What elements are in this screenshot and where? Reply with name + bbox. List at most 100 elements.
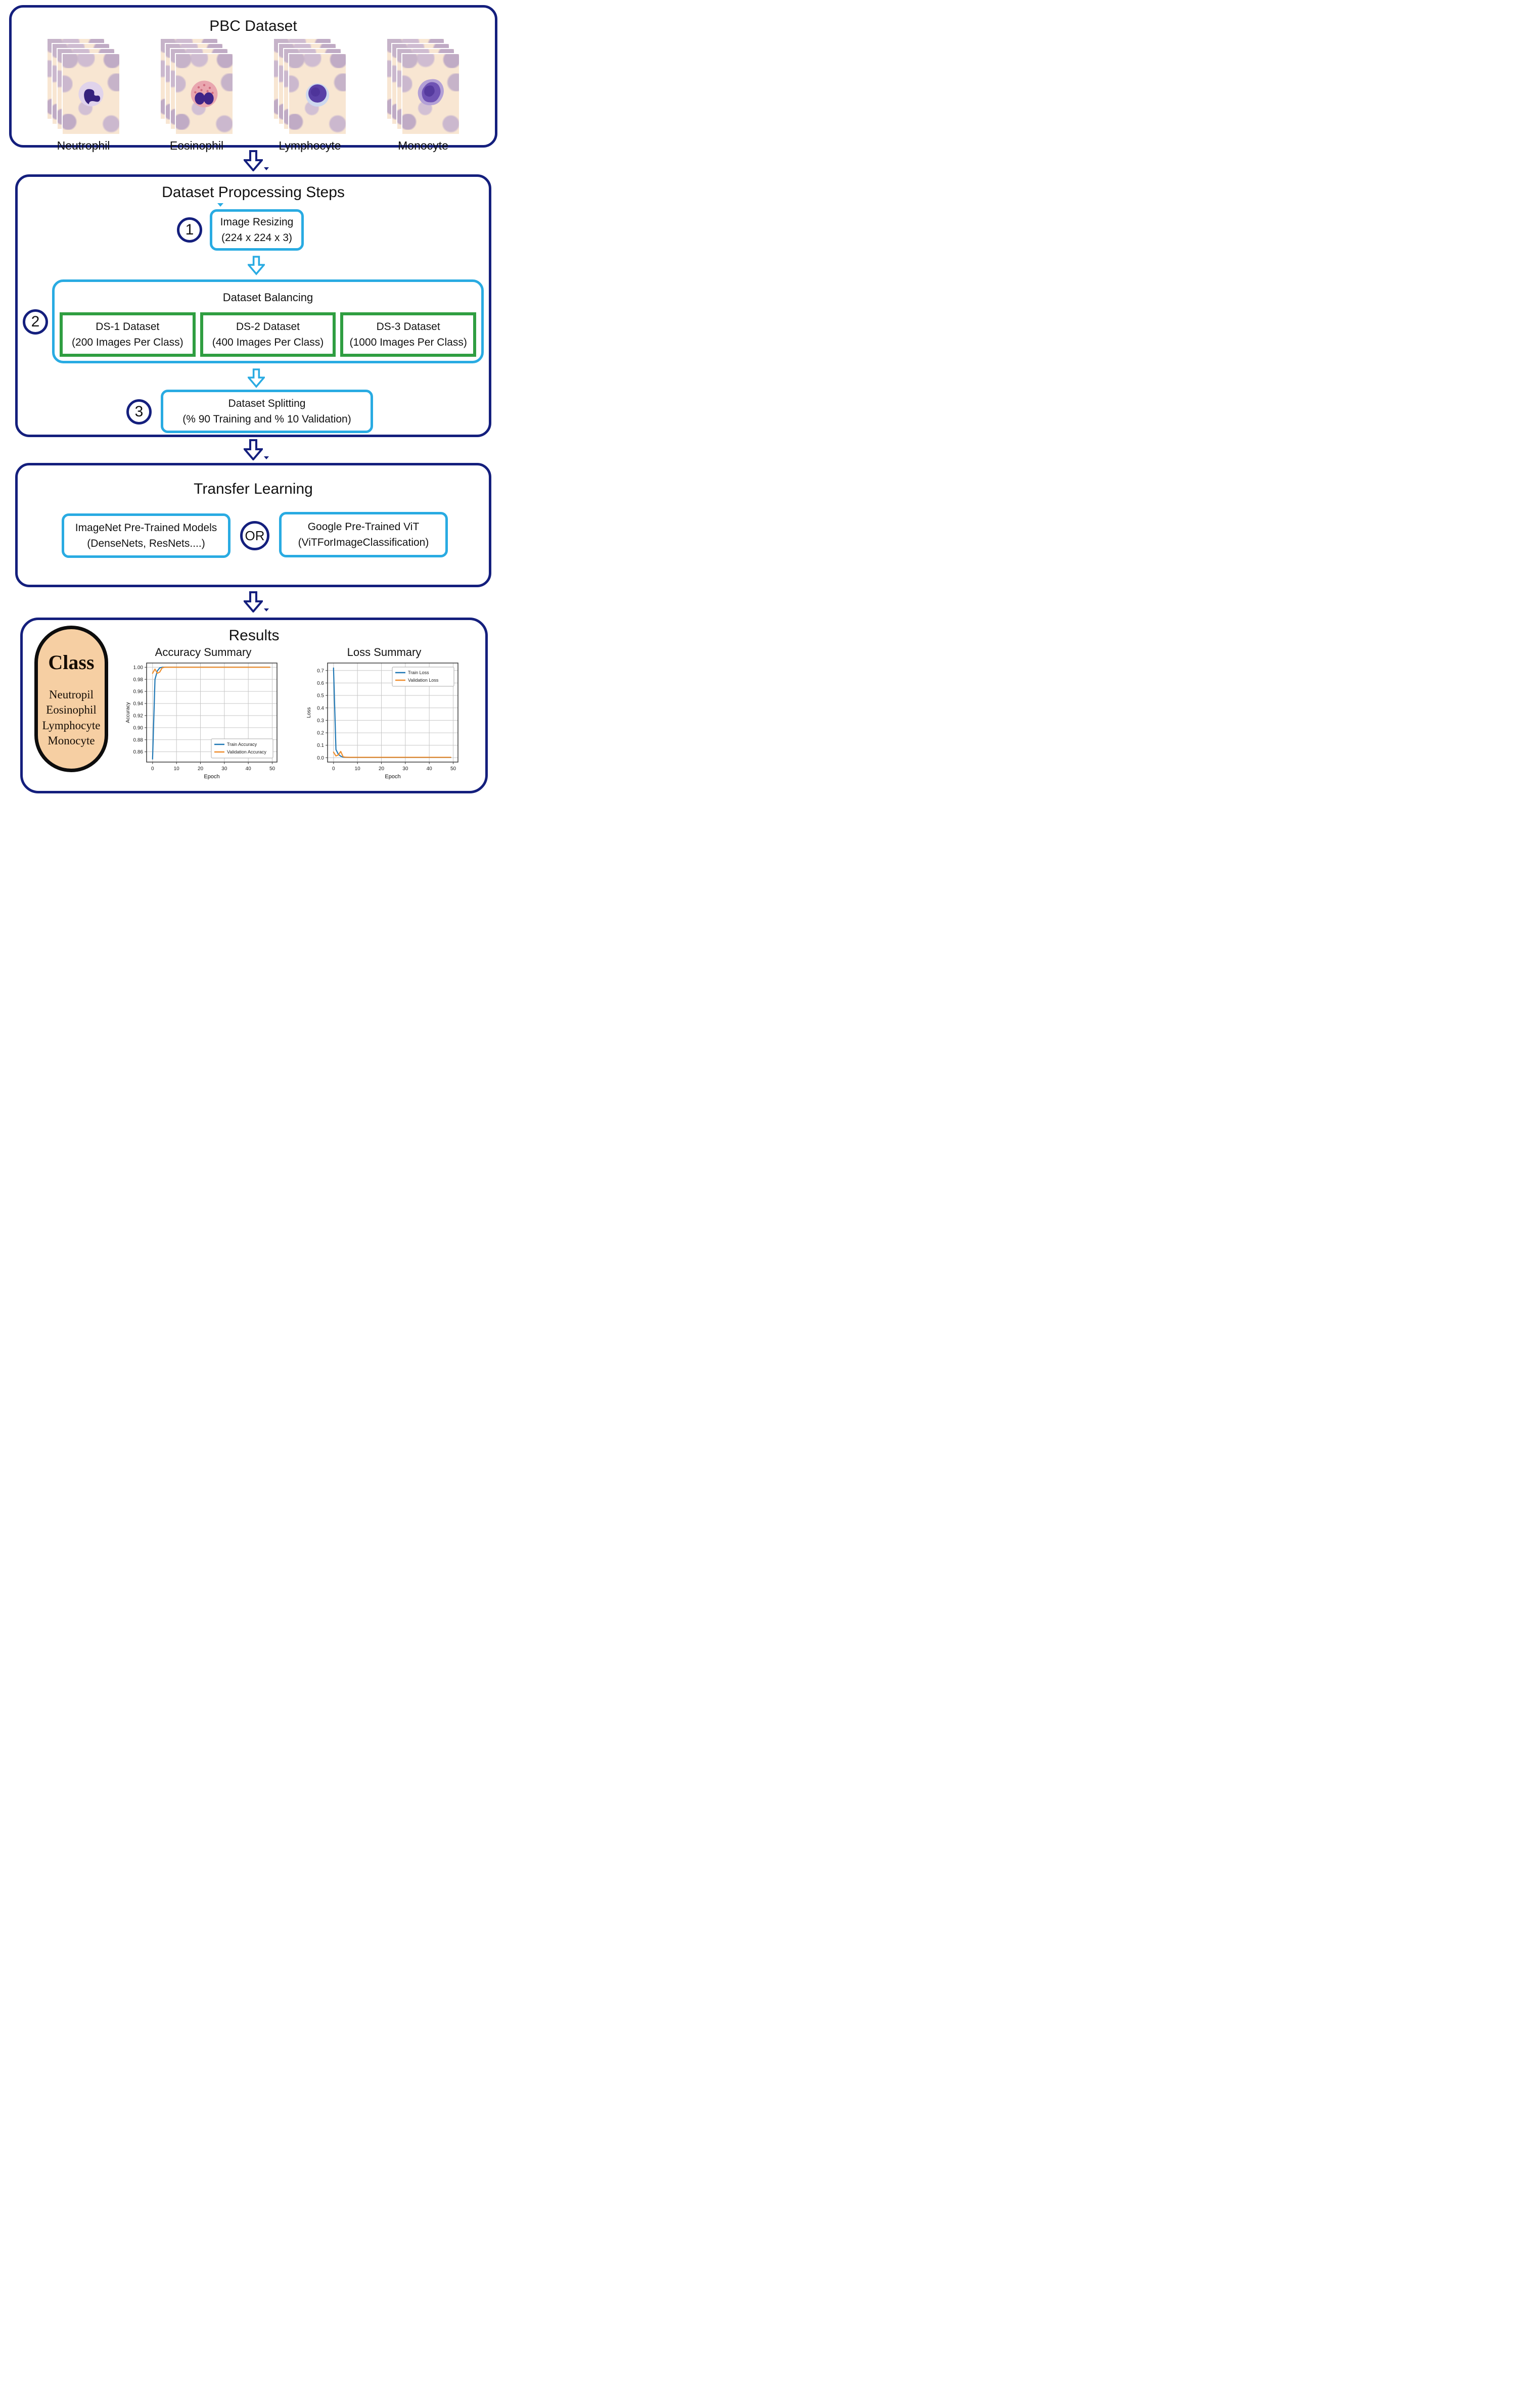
dataset-balancing-box: Dataset Balancing DS-1 Dataset (200 Imag… [52,279,484,363]
svg-text:40: 40 [246,766,252,772]
step-1-number: 1 [177,217,202,243]
svg-text:0.0: 0.0 [317,756,324,761]
transfer-title: Transfer Learning [194,481,313,497]
lymphocyte-image-stack [274,39,346,135]
svg-text:0.5: 0.5 [317,693,324,699]
svg-text:0.94: 0.94 [133,701,144,707]
svg-text:0.1: 0.1 [317,743,324,748]
google-vit-box: Google Pre-Trained ViT (ViTForImageClass… [279,512,448,557]
monocyte-cell-image [402,54,459,134]
image-resizing-box: Image Resizing (224 x 224 x 3) [210,209,304,251]
ds1-line1: DS-1 Dataset [96,320,160,333]
svg-text:40: 40 [427,766,433,772]
class-item: Neutropil [49,688,94,701]
svg-text:0.86: 0.86 [133,749,144,755]
svg-text:0: 0 [332,766,335,772]
step-2-number: 2 [23,309,48,335]
eosinophil-cell-image [176,54,233,134]
dataset-balancing-title: Dataset Balancing [222,291,313,304]
svg-text:Train Loss: Train Loss [408,670,429,675]
image-resizing-line1: Image Resizing [220,216,294,228]
or-circle: OR [240,521,269,550]
svg-text:Validation Loss: Validation Loss [408,678,439,683]
pbc-title: PBC Dataset [209,18,297,34]
down-arrow [242,591,269,613]
svg-text:0.4: 0.4 [317,705,324,711]
ds3-line2: (1000 Images Per Class) [349,337,467,348]
cell-stack-lymphocyte: Lymphocyte [259,39,360,153]
svg-text:10: 10 [355,766,361,772]
neutrophil-icon [78,81,104,107]
vit-line2: (ViTForImageClassification) [298,537,429,548]
lymphocyte-cell-image [289,54,346,134]
class-capsule: Class Neutropil Eosinophil Lymphocyte Mo… [34,626,108,772]
class-item: Monocyte [48,734,95,747]
svg-text:0.90: 0.90 [133,725,144,731]
ds2-line1: DS-2 Dataset [236,320,300,333]
dataset-splitting-line2: (% 90 Training and % 10 Validation) [182,413,351,425]
svg-text:30: 30 [402,766,408,772]
svg-text:Loss: Loss [306,707,312,718]
image-resizing-line2: (224 x 224 x 3) [221,232,293,244]
svg-text:0.96: 0.96 [133,689,144,695]
svg-text:20: 20 [379,766,385,772]
ds1-box: DS-1 Dataset (200 Images Per Class) [60,312,196,357]
ds3-box: DS-3 Dataset (1000 Images Per Class) [340,312,477,357]
eosinophil-icon [191,80,218,108]
artifact-caret [217,203,223,207]
ds3-line1: DS-3 Dataset [376,320,440,333]
step-3-number: 3 [126,399,152,424]
svg-text:Validation Accuracy: Validation Accuracy [227,749,266,754]
svg-text:Train Accuracy: Train Accuracy [227,742,257,747]
cell-samples-row: Neutrophil [27,39,480,153]
svg-text:0.3: 0.3 [317,718,324,724]
class-items: Neutropil Eosinophil Lymphocyte Monocyte [38,687,105,748]
svg-text:Epoch: Epoch [385,774,400,780]
svg-text:0.7: 0.7 [317,668,324,674]
imagenet-line1: ImageNet Pre-Trained Models [75,522,217,534]
class-item: Eosinophil [46,703,97,717]
svg-text:10: 10 [174,766,180,772]
monocyte-image-stack [387,39,459,135]
ds2-line2: (400 Images Per Class) [212,337,324,348]
svg-text:1.00: 1.00 [133,665,144,671]
artifact-triangle [264,608,269,611]
cell-stack-eosinophil: Eosinophil [146,39,247,153]
svg-text:0.92: 0.92 [133,713,144,719]
cell-label: Lymphocyte [279,139,341,152]
cell-stack-monocyte: Monocyte [373,39,474,153]
ds1-line2: (200 Images Per Class) [72,337,183,348]
svg-text:0.6: 0.6 [317,681,324,686]
svg-text:50: 50 [269,766,275,772]
accuracy-plot: 0 10 20 30 40 50 0.86 0.88 0.90 0.92 0.94 0.96 0.98 1… [125,663,278,780]
lymphocyte-icon [306,83,329,107]
ds2-box: DS-2 Dataset (400 Images Per Class) [200,312,336,357]
down-arrow [246,255,266,275]
svg-text:30: 30 [221,766,227,772]
class-item: Lymphocyte [42,719,101,732]
cell-label: Eosinophil [169,139,224,152]
svg-text:0.88: 0.88 [133,737,144,743]
svg-text:0: 0 [151,766,154,772]
dataset-row: DS-1 Dataset (200 Images Per Class) DS-2… [60,312,477,357]
svg-text:20: 20 [198,766,204,772]
cell-stack-neutrophil: Neutrophil [33,39,134,153]
svg-text:Accuracy: Accuracy [125,702,131,723]
results-title: Results [228,627,280,644]
loss-chart-title: Loss Summary [347,646,422,658]
dataset-splitting-box: Dataset Splitting (% 90 Training and % 1… [161,390,373,433]
imagenet-models-box: ImageNet Pre-Trained Models (DenseNets, … [62,513,231,558]
eosinophil-image-stack [161,39,233,135]
svg-text:0.98: 0.98 [133,677,144,683]
down-arrow [242,150,269,172]
monocyte-icon [418,79,444,106]
down-arrow [246,368,266,388]
neutrophil-image-stack [48,39,119,135]
processing-title: Dataset Propcessing Steps [162,184,345,201]
class-title: Class [48,651,95,674]
neutrophil-cell-image [63,54,119,134]
pbc-dataset-panel: PBC Dataset Neutrophil [9,5,497,152]
artifact-triangle [264,167,269,170]
